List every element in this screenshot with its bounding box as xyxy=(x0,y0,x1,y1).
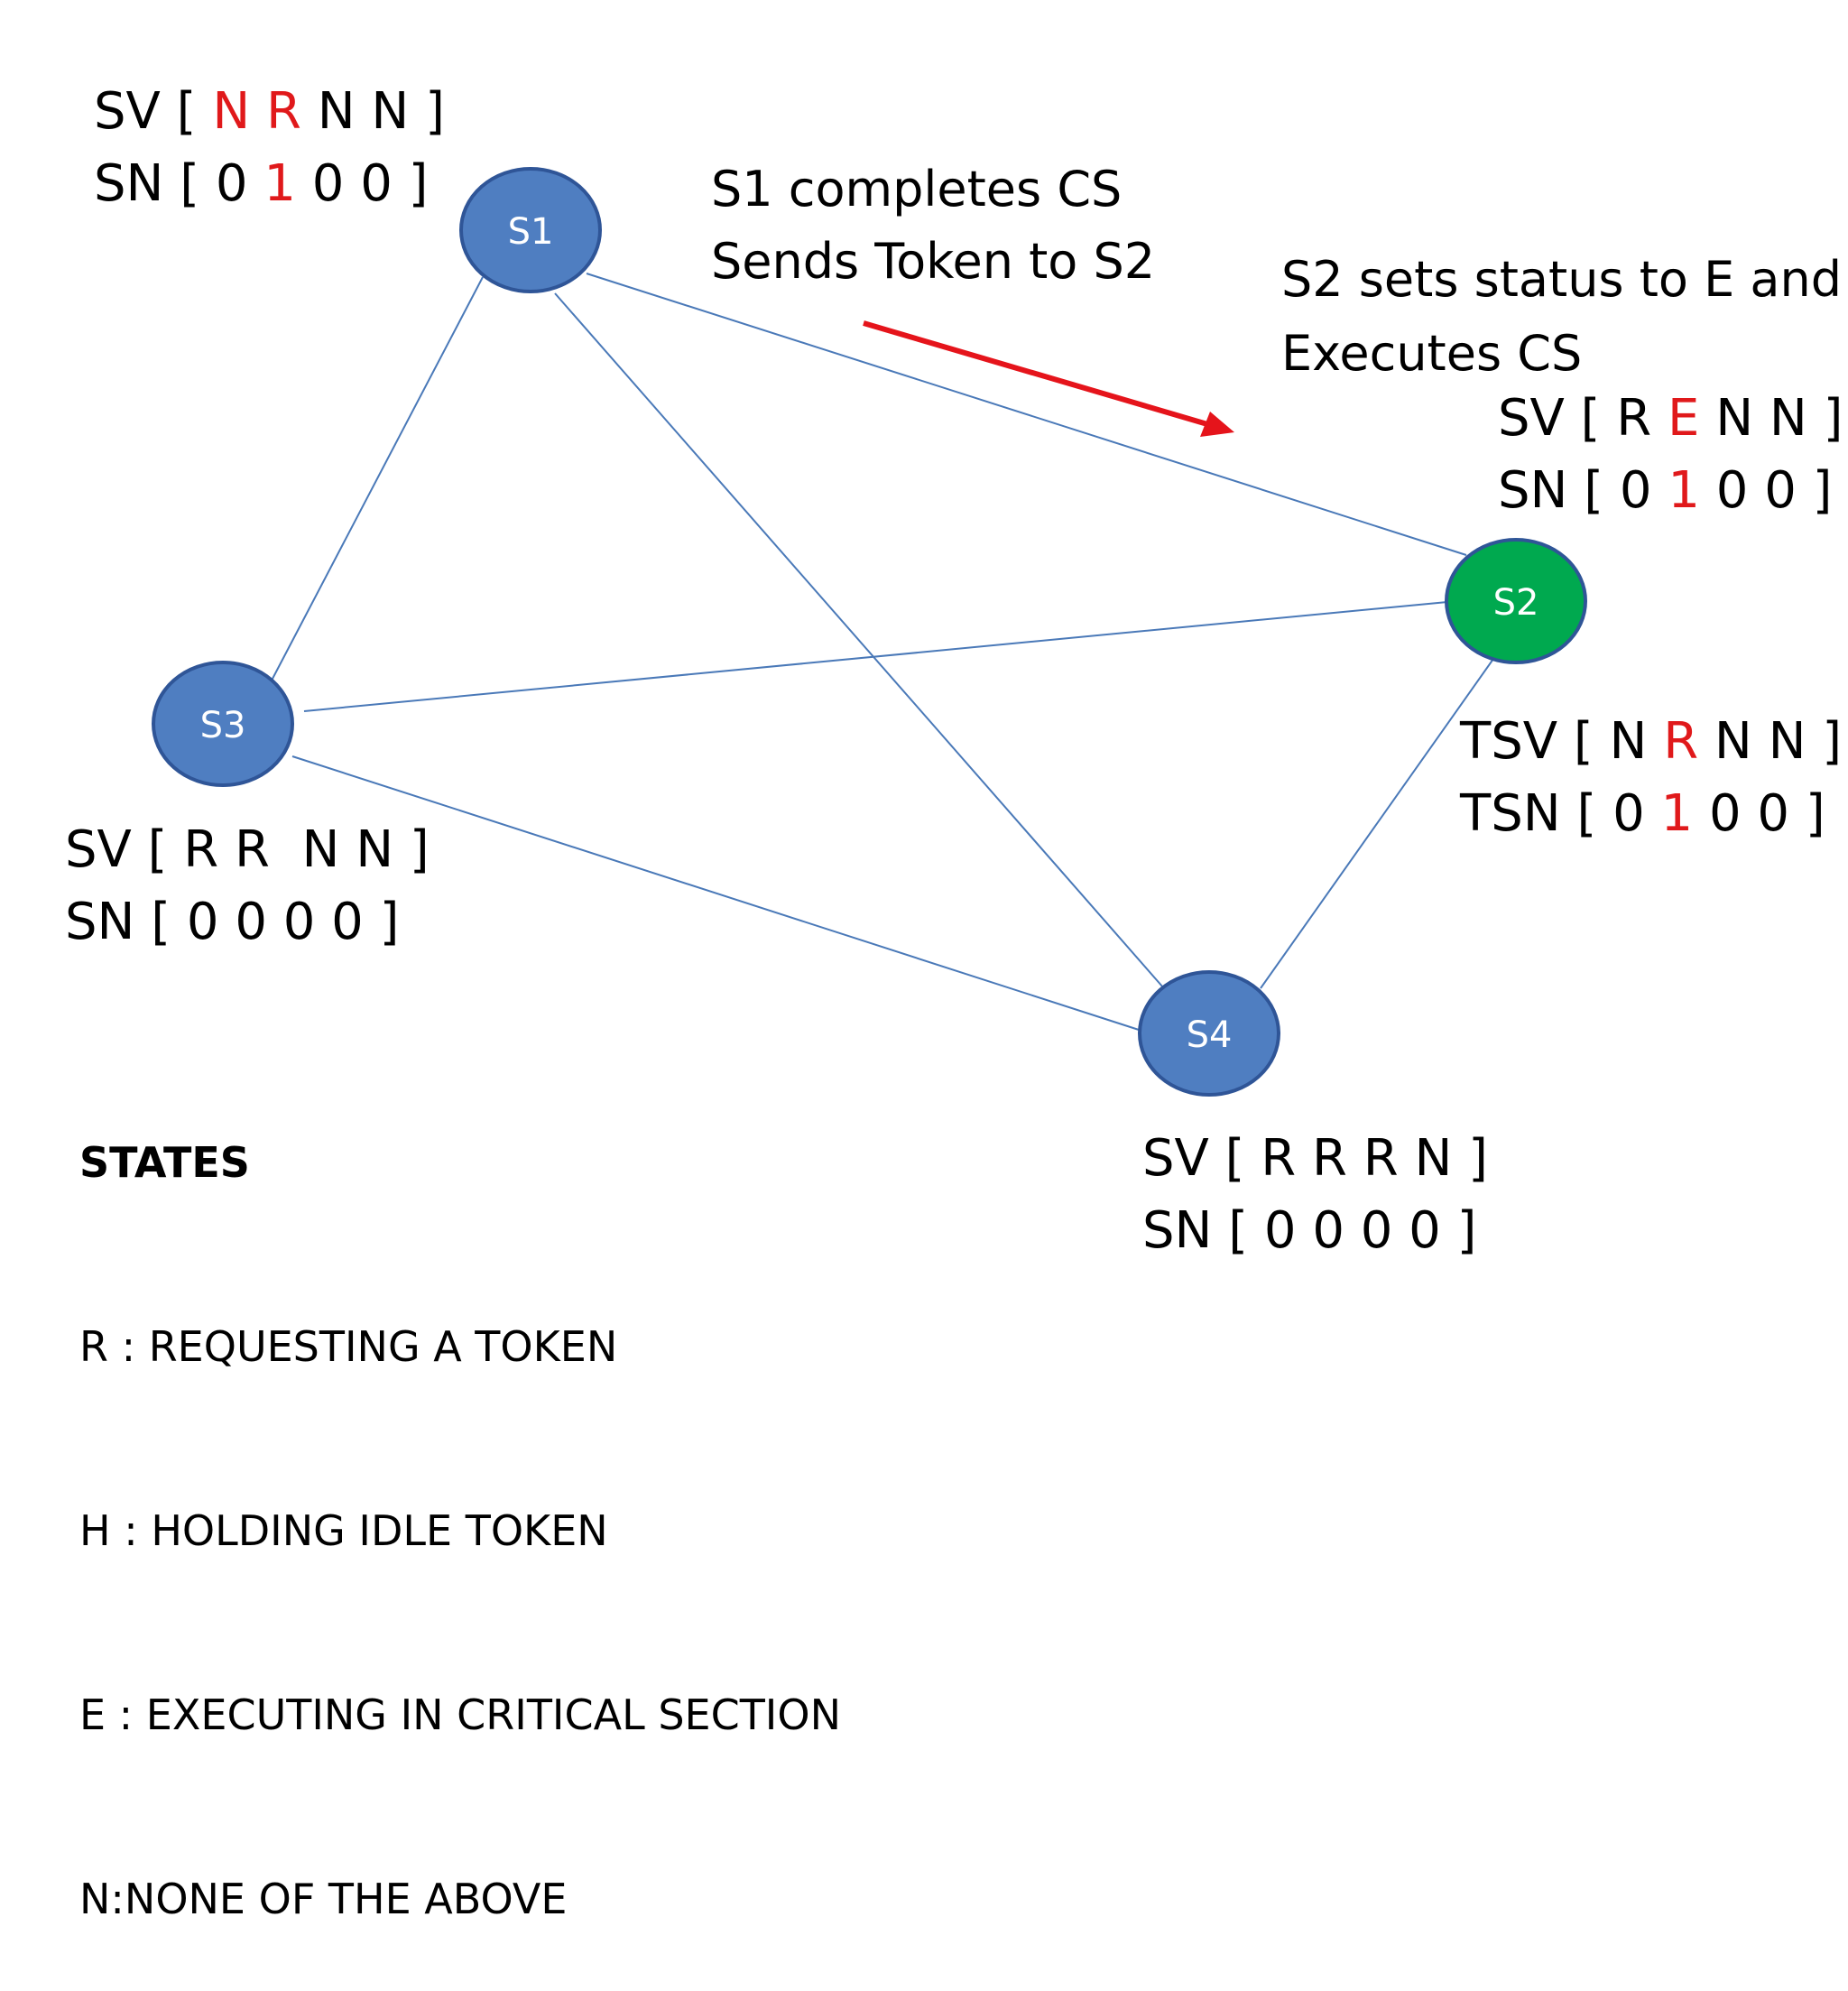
edge-s2-s4 xyxy=(1260,658,1494,989)
node-s1-label: S1 xyxy=(508,211,554,253)
token-tsn-vector: TSN [ 0 1 0 0 ] xyxy=(1460,784,1825,843)
s2-sv-highlight: E xyxy=(1668,389,1700,448)
node-s1: S1 xyxy=(459,167,602,293)
s1-sv-vector: SV [ N R N N ] xyxy=(94,82,445,141)
s1-sends-token-caption: Sends Token to S2 xyxy=(711,233,1156,290)
s2-executes-caption: Executes CS xyxy=(1281,325,1583,382)
legend-item: H : HOLDING IDLE TOKEN xyxy=(79,1506,608,1555)
states-legend: STATES R : REQUESTING A TOKEN H : HOLDIN… xyxy=(79,1009,841,1991)
node-s3-label: S3 xyxy=(200,705,246,746)
node-s4: S4 xyxy=(1138,970,1280,1097)
s2-sets-status-caption: S2 sets status to E and xyxy=(1281,251,1842,308)
node-s2: S2 xyxy=(1445,538,1587,664)
legend-item: R : REQUESTING A TOKEN xyxy=(79,1322,618,1371)
node-s2-label: S2 xyxy=(1493,582,1539,624)
s1-sn-vector: SN [ 0 1 0 0 ] xyxy=(94,154,429,213)
tsn-highlight: 1 xyxy=(1660,784,1694,843)
edge-s1-s2 xyxy=(586,273,1467,556)
network-diagram: S1 S2 S3 S4 xyxy=(152,167,1587,1097)
s2-sn-highlight: 1 xyxy=(1668,461,1700,520)
legend-item: E : EXECUTING IN CRITICAL SECTION xyxy=(79,1690,841,1739)
tsv-highlight: R xyxy=(1663,712,1699,771)
s1-sv-highlight-1: N xyxy=(212,82,251,141)
s1-completes-caption: S1 completes CS xyxy=(711,161,1123,218)
s2-sn-vector: SN [ 0 1 0 0 ] xyxy=(1498,461,1833,520)
edge-s1-s3 xyxy=(272,276,484,680)
legend-title: STATES xyxy=(79,1138,250,1187)
token-tsv-vector: TSV [ N R N N ] xyxy=(1460,712,1843,771)
s4-sv-vector: SV [ R R R N ] xyxy=(1142,1129,1488,1188)
edge-s3-s4 xyxy=(291,755,1140,1031)
s3-sn-vector: SN [ 0 0 0 0 ] xyxy=(65,893,400,951)
node-s4-label: S4 xyxy=(1187,1014,1233,1056)
s1-sn-highlight: 1 xyxy=(263,154,296,213)
s2-sv-vector: SV [ R E N N ] xyxy=(1498,389,1843,448)
edge-s3-s2 xyxy=(303,601,1448,712)
s1-sv-highlight-2: R xyxy=(266,82,301,141)
s3-sv-vector: SV [ R R N N ] xyxy=(65,820,430,879)
token-transfer-arrow xyxy=(863,320,1234,437)
node-s3: S3 xyxy=(152,661,294,787)
edge-s1-s4 xyxy=(554,292,1170,996)
legend-item: N:NONE OF THE ABOVE xyxy=(79,1875,568,1923)
s4-sn-vector: SN [ 0 0 0 0 ] xyxy=(1142,1201,1477,1260)
